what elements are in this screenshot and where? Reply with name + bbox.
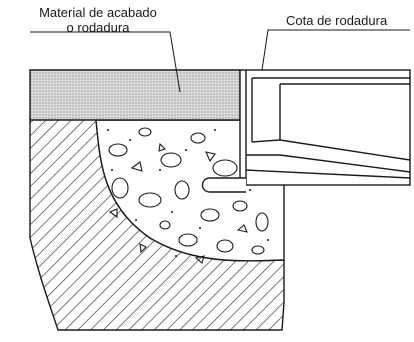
concrete-aggregate	[108, 127, 278, 264]
drain-channel	[239, 69, 411, 186]
finish-material-label: Material de acabado o rodadura	[20, 5, 176, 35]
concrete-fill	[95, 119, 285, 262]
anchor-lug	[201, 177, 246, 193]
running-level-label: Cota de rodadura	[286, 13, 388, 28]
finish-leader	[30, 31, 181, 93]
finish-label-line2: o rodadura	[66, 20, 130, 35]
level-leader	[261, 29, 410, 71]
finish-label-line1: Material de acabado	[39, 5, 157, 20]
finish-layer	[29, 69, 241, 121]
